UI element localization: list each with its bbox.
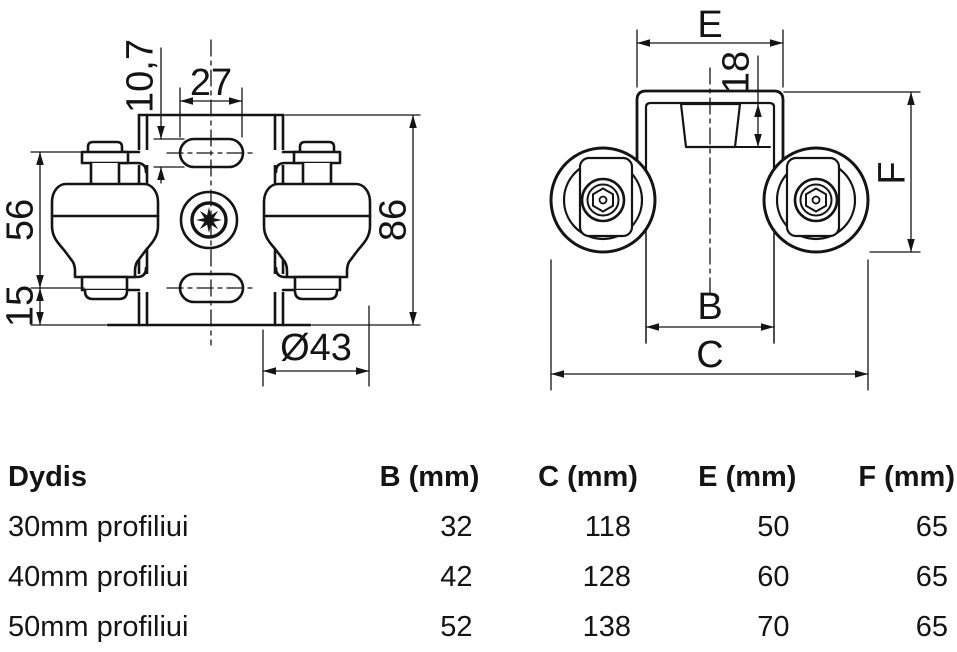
hat-bracket (635, 89, 785, 178)
centerlines-front (166, 39, 256, 346)
center-screw (179, 190, 239, 250)
row-label: 30mm profiliui (8, 510, 189, 543)
value-b: 32 (440, 510, 473, 543)
row-label: 50mm profiliui (8, 610, 189, 643)
value-b: 52 (440, 610, 473, 643)
table-row: 30mm profiliui 32 118 50 65 (8, 502, 955, 552)
value-e: 70 (757, 610, 790, 643)
dim-slot-width: 10,7 (119, 39, 161, 113)
dim-overall-width-c: C (696, 334, 723, 376)
table-row: 50mm profiliui 52 138 70 65 (8, 602, 955, 652)
value-f: 65 (915, 610, 948, 643)
front-view: 27 10,7 56 15 86 Ø43 (0, 39, 421, 387)
dim-overall-height: 86 (372, 199, 414, 241)
table-row: 40mm profiliui 42 128 60 65 (8, 552, 955, 602)
roller-front (50, 140, 160, 301)
dim-bracket-outer-width: E (697, 4, 722, 46)
row-label: 40mm profiliui (8, 560, 189, 593)
profile-lines (645, 228, 775, 344)
col-header-c: C (mm) (538, 460, 638, 493)
col-header-b: B (mm) (379, 460, 480, 493)
value-c: 118 (584, 510, 631, 543)
table-header-row: Dydis B (mm) C (mm) E (mm) F (mm) (8, 452, 955, 502)
roller-side (549, 146, 657, 254)
dim-bottom-offset: 15 (0, 285, 41, 327)
dims-side (550, 29, 921, 391)
dim-height-f: F (871, 161, 913, 184)
hex-socket-icon (592, 187, 614, 213)
dim-roller-diameter: Ø43 (280, 327, 352, 369)
dims-front (30, 47, 421, 387)
dim-bracket-inner-depth: 18 (715, 51, 757, 93)
roller-side-right (762, 146, 870, 254)
roller-front-right (262, 140, 372, 301)
pozidriv-star-icon (196, 207, 222, 233)
side-view: E 18 F B C (549, 4, 921, 391)
value-f: 65 (915, 510, 948, 543)
dim-inner-span-b: B (697, 286, 722, 328)
technical-drawing: 27 10,7 56 15 86 Ø43 (0, 4, 921, 391)
value-e: 60 (757, 560, 790, 593)
size-table: Dydis B (mm) C (mm) E (mm) F (mm) 30mm p… (8, 452, 955, 652)
dim-slot-length: 27 (190, 62, 232, 104)
col-header-e: E (mm) (698, 460, 797, 493)
nut-profile (679, 102, 742, 149)
value-b: 42 (440, 560, 473, 593)
value-e: 50 (757, 510, 790, 543)
value-c: 138 (582, 610, 631, 643)
value-f: 65 (915, 560, 948, 593)
dim-roller-height: 56 (0, 199, 41, 241)
value-c: 128 (582, 560, 631, 593)
col-header-dydis: Dydis (8, 460, 87, 493)
col-header-f: F (mm) (858, 460, 955, 493)
